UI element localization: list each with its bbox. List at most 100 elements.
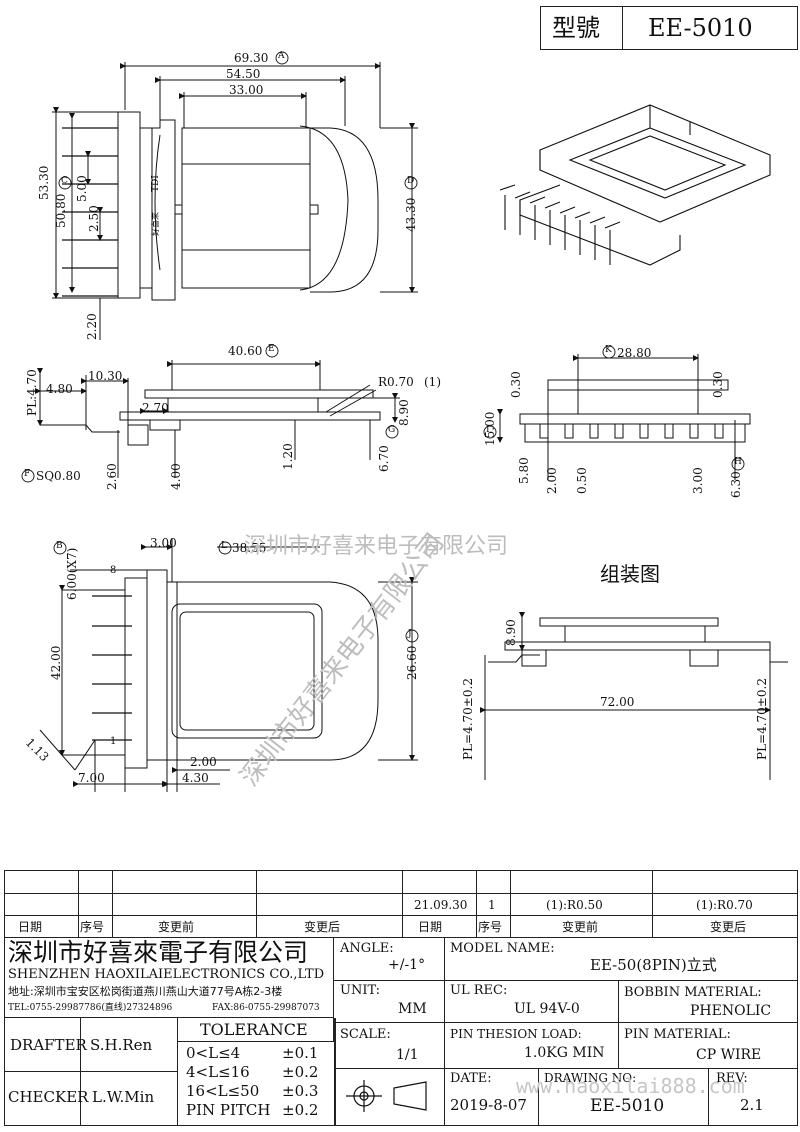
callout-a: A [278,51,285,61]
dim-side-4-80: 4.80 [46,382,73,396]
pin-load-label: PIN THESION LOAD: [450,1027,582,1041]
tb-hlines [334,0,798,1132]
rev-row-1 [4,870,798,894]
tolerance-head [178,1018,334,1042]
watermark-company: 深圳市好喜来电子有限公司 [244,534,509,559]
drafter-row [4,1018,178,1072]
unit-value: MM [398,1001,427,1017]
dim-side-40: 40.60 [228,344,263,358]
dim-side-10-30: 10.30 [88,369,123,383]
dim-bot-42: 42.00 [49,645,63,680]
bobbin-label: BOBBIN MATERIAL: [624,985,762,1000]
tol-value-3: ±0.3 [282,1082,319,1100]
unit-label: UNIT: [340,983,381,998]
pin-mat-label: PIN MATERIAL: [624,1027,731,1042]
callout-l: L [221,541,227,551]
dim-bot-7-00: 7.00 [78,771,105,785]
dim-h-5: 5.00 [75,175,89,202]
isometric-view [499,104,771,266]
checker-row [4,1072,178,1126]
rev-label-no-1: 序号 [80,920,105,934]
assembly-title: 组装图 [600,562,660,586]
title-block-frame [4,870,798,1126]
dim-h-2-20: 2.20 [85,313,99,340]
callout-e: E [268,344,275,354]
dim-bot-6: 6.00(X7) [65,547,79,600]
dim-sq: SQ0.80 [36,469,81,483]
callout-b: B [56,541,63,551]
rev-before: (1):R0.50 [546,898,603,912]
model-header-value: EE-5010 [648,14,753,42]
projection-symbol [346,1080,427,1112]
callout-f: F [24,469,31,479]
rev-value: 2.1 [740,1096,764,1114]
dim-side-1-20: 1.20 [281,443,295,470]
callout-g: G [388,425,396,435]
pin-label-1: 1 [110,736,117,747]
watermark-url: www.haoxilai888.com [516,1074,745,1098]
callout-c: C [61,176,68,186]
angle-value: +/-1° [388,957,426,973]
rev-row-2 [4,894,798,916]
front-view [497,354,751,480]
bottom-view [39,538,418,792]
dim-side-4-00: 4.00 [169,463,183,490]
drafter-label: DRAFTER [10,1036,87,1054]
tol-value-2: ±0.2 [282,1063,319,1081]
model-name-label: MODEL NAME: [450,941,555,956]
rev-label-date-1: 日期 [18,920,43,934]
assembly-view [480,612,788,780]
company-fax: FAX:86-0755-29987073 [212,1003,320,1013]
scale-label: SCALE: [340,1027,391,1042]
callout-j: J [408,629,412,639]
rev-label-after-1: 变更后 [304,920,341,934]
company-tel: TEL:0755-29987786(直线)27324896 [8,1003,173,1013]
rev-no: 1 [488,898,496,912]
dim-bot-38: 38.55 [232,541,267,555]
callout-h: H [734,457,742,467]
pin-load-value: 1.0KG MIN [524,1045,605,1061]
drafter-divider [80,1018,81,1126]
dim-side-2-60: 2.60 [105,463,119,490]
pin-mat-value: CP WIRE [696,1047,762,1063]
model-header-divider [622,6,623,50]
dim-r070-note: (1) [424,375,441,389]
dim-top-54: 54.50 [226,67,261,81]
drafter-value: S.H.Ren [90,1036,153,1054]
model-name-value: EE-50(8PIN)立式 [590,956,717,974]
date-value: 2019-8-07 [450,1096,527,1114]
tol-range-4: PIN PITCH [186,1101,271,1119]
rev-label: REV: [716,1071,748,1086]
company-box [4,938,334,1018]
dim-bot-2-00: 2.00 [190,755,217,769]
bobbin-value: PHENOLIC [690,1003,772,1019]
tol-range-3: 16<L≤50 [186,1082,260,1100]
rev-label-before-2: 变更前 [562,920,599,934]
tol-value-4: ±0.2 [282,1101,319,1119]
callout-d: D [407,176,415,186]
dim-h-53: 53.30 [37,165,51,200]
dim-front-28: 28.80 [617,346,652,360]
dim-pl: PL:4.70 [25,369,39,416]
rev-vlines [0,870,800,938]
rev-row-3 [4,916,798,938]
dim-asm-72: 72.00 [600,695,635,709]
dim-bot-3: 3.00 [150,536,177,550]
dim-top-33: 33.00 [229,83,264,97]
tol-range-2: 4<L≤16 [186,1063,250,1081]
dim-top-69: 69.30 [234,51,269,65]
drawing-label: DRAWING NO: [544,1071,637,1085]
tol-value-1: ±0.1 [282,1044,319,1062]
ul-label: UL REC: [450,983,508,998]
bobbin-mark-1: TDI [151,175,161,192]
checker-value: L.W.Min [92,1088,155,1106]
rev-label-no-2: 序号 [478,920,503,934]
dim-bot-4-30: 4.30 [182,771,209,785]
rev-label-date-2: 日期 [418,920,443,934]
dim-h-50: 50.80 [54,193,68,228]
dim-side-2-70: 2.70 [142,401,169,415]
company-name-cn: 深圳市好喜來電子有限公司 [8,938,309,967]
callout-circles [21,51,745,643]
tolerance-title: TOLERANCE [200,1020,308,1039]
bobbin-mark-2: 好喜來 [151,212,160,236]
